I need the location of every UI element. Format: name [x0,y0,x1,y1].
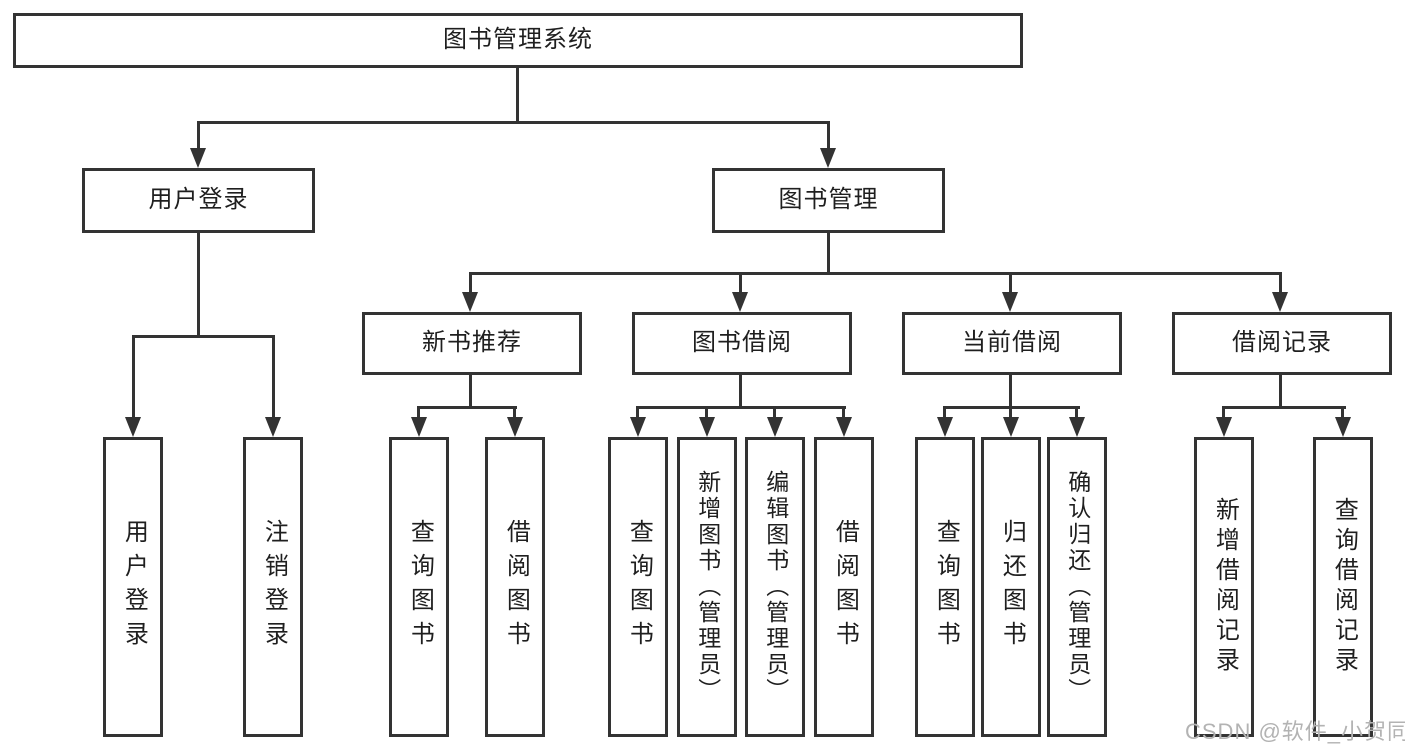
connector-line [132,335,135,417]
leaf-user-login: 用户登录 [103,437,163,737]
connector-line [132,335,275,338]
connector-line [1341,406,1344,418]
leaf-borrow-books: 借阅图书 [814,437,874,737]
connector-line [272,335,275,417]
connector-line [417,406,517,409]
leaf-borrow-books-recommend-label: 借阅图书 [502,519,530,655]
connector-line [1075,406,1078,418]
leaf-confirm-return-admin: 确认归还（管理员） [1047,437,1107,737]
leaf-query-books-current-label: 查询图书 [932,519,960,655]
arrow-down-icon [937,417,953,437]
connector-line [773,406,776,418]
connector-line [1009,272,1012,293]
node-book-borrowing-label: 图书借阅 [692,329,792,357]
leaf-logout: 注销登录 [243,437,303,737]
connector-line [705,406,708,418]
root-branch-line [197,121,830,124]
arrow-down-icon [507,417,523,437]
arrow-down-icon [1003,417,1019,437]
connector-line [1222,406,1225,418]
arrow-down-icon [836,417,852,437]
node-book-management: 图书管理 [712,168,945,233]
arrow-down-icon [1335,417,1351,437]
leaf-borrow-books-recommend: 借阅图书 [485,437,545,737]
leaf-borrow-books-label: 借阅图书 [831,519,859,655]
leaf-edit-book-admin: 编辑图书（管理员） [745,437,805,737]
node-borrowing-records-label: 借阅记录 [1232,329,1332,357]
arrow-down-icon [411,417,427,437]
leaf-return-book: 归还图书 [981,437,1041,737]
leaf-query-books-borrowing-label: 查询图书 [625,519,653,655]
node-user-login-label: 用户登录 [148,186,249,214]
connector-line [197,121,200,149]
csdn-watermark: CSDN @软件_小贺同学 [1185,719,1405,744]
node-current-borrowing: 当前借阅 [902,312,1122,375]
arrow-down-icon [462,292,478,312]
connector-line [739,375,742,406]
leaf-query-books-recommend-label: 查询图书 [406,519,434,655]
node-book-management-label: 图书管理 [778,186,879,214]
connector-line [1222,406,1346,409]
node-root: 图书管理系统 [13,13,1023,68]
leaf-confirm-return-admin-label: 确认归还（管理员） [1064,470,1091,704]
leaf-user-login-label: 用户登录 [120,519,148,655]
connector-line [1279,272,1282,293]
arrow-down-icon [1272,292,1288,312]
connector-line [513,406,516,418]
leaf-add-borrow-record-label: 新增借阅记录 [1211,497,1239,677]
leaf-add-borrow-record: 新增借阅记录 [1194,437,1254,737]
arrow-down-icon [699,417,715,437]
arrow-down-icon [732,292,748,312]
node-root-label: 图书管理系统 [443,26,593,54]
arrow-down-icon [1002,292,1018,312]
node-borrowing-records: 借阅记录 [1172,312,1392,375]
node-new-book-recommend: 新书推荐 [362,312,582,375]
connector-line [469,272,1282,275]
arrow-down-icon [1216,417,1232,437]
connector-line [469,272,472,293]
node-book-borrowing: 图书借阅 [632,312,852,375]
connector-line [1009,375,1012,406]
arrow-down-icon [190,148,206,168]
connector-line [842,406,845,418]
arrow-down-icon [265,417,281,437]
leaf-query-books-recommend: 查询图书 [389,437,449,737]
leaf-add-book-admin-label: 新增图书（管理员） [694,470,721,704]
leaf-add-book-admin: 新增图书（管理员） [677,437,737,737]
node-user-login: 用户登录 [82,168,315,233]
arrow-down-icon [767,417,783,437]
connector-line [636,406,639,418]
arrow-down-icon [1069,417,1085,437]
leaf-query-borrow-record: 查询借阅记录 [1313,437,1373,737]
connector-line [197,233,200,335]
connector-line [636,406,846,409]
connector-line [417,406,420,418]
leaf-return-book-label: 归还图书 [998,519,1026,655]
connector-line [1009,406,1012,418]
connector-line [943,406,946,418]
connector-line [827,121,830,149]
leaf-query-borrow-record-label: 查询借阅记录 [1330,497,1358,677]
root-stem-line [516,68,519,121]
leaf-query-books-borrowing: 查询图书 [608,437,668,737]
leaf-logout-label: 注销登录 [260,519,288,655]
arrow-down-icon [630,417,646,437]
node-new-book-recommend-label: 新书推荐 [422,329,522,357]
arrow-down-icon [125,417,141,437]
connector-line [1279,375,1282,406]
node-current-borrowing-label: 当前借阅 [962,329,1062,357]
connector-line [827,233,830,272]
arrow-down-icon [820,148,836,168]
connector-line [469,375,472,406]
leaf-edit-book-admin-label: 编辑图书（管理员） [762,470,789,704]
leaf-query-books-current: 查询图书 [915,437,975,737]
connector-line [739,272,742,293]
